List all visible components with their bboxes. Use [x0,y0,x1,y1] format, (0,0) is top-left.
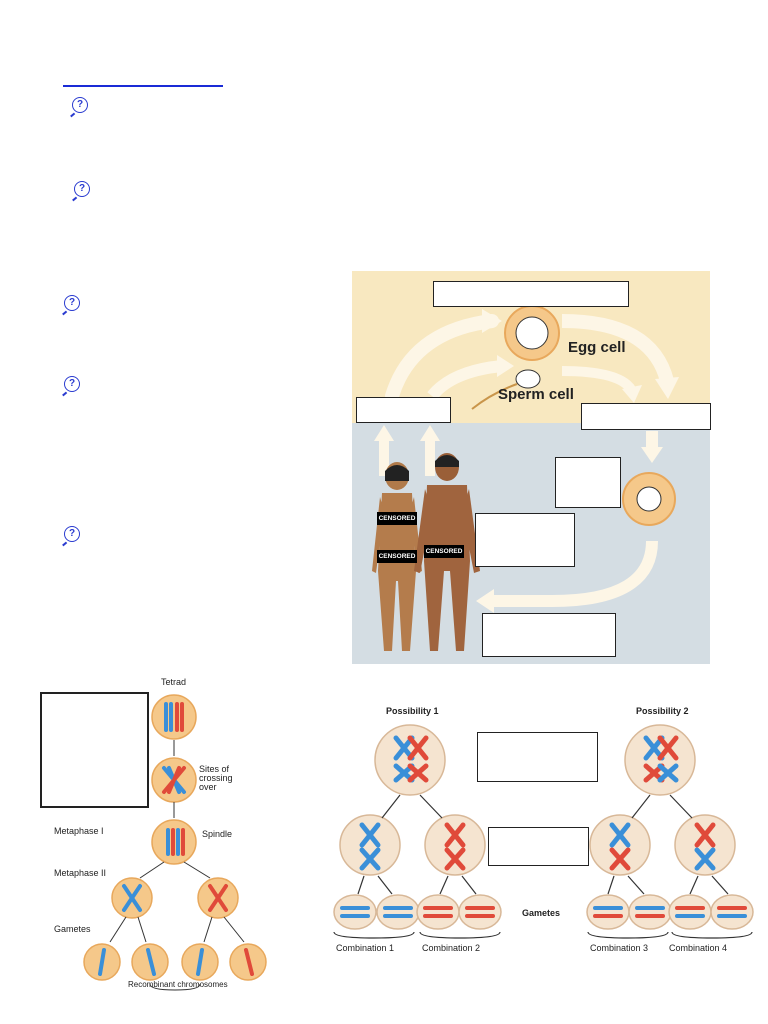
crossing-over-diagram: Tetrad Sites of crossing over Spindle Me… [54,672,280,992]
gametes-label: Gametes [54,924,91,934]
combination-label: Combination 1 [336,943,395,953]
life-cycle-diagram: CENSORED CENSORED CENSORED Egg cell Sper… [352,271,710,664]
answer-box[interactable] [475,513,575,567]
crossing-sites-label: Sites of crossing over [199,764,233,792]
answer-box[interactable] [356,397,451,423]
combination-label: Combination 3 [590,943,649,953]
metaphase-1-label: Metaphase I [54,826,104,836]
sperm-cell-label: Sperm cell [498,386,574,403]
combination-label: Combination 4 [669,943,728,953]
censored-tag: CENSORED [377,512,417,525]
answer-box[interactable] [488,827,589,866]
answer-box[interactable] [477,732,598,782]
help-icon[interactable]: ? [72,97,88,113]
answer-box[interactable] [482,613,616,657]
censored-tag: CENSORED [424,545,464,558]
possibility-1-label: Possibility 1 [386,706,439,716]
header-link-underline[interactable] [63,85,223,87]
gametes-label: Gametes [522,908,561,918]
answer-box[interactable] [555,457,621,508]
possibility-2-label: Possibility 2 [636,706,689,716]
egg-cell-label: Egg cell [568,339,626,356]
help-icon[interactable]: ? [64,376,80,392]
censored-tag: CENSORED [377,550,417,563]
answer-box[interactable] [581,403,711,430]
combination-label: Combination 2 [422,943,481,953]
recombinant-label: Recombinant chromosomes [128,980,228,989]
help-icon[interactable]: ? [74,181,90,197]
assortment-diagram: Possibility 1 Possibility 2 Gametes Comb… [330,700,760,960]
tetrad-label: Tetrad [161,677,187,687]
metaphase-2-label: Metaphase II [54,868,107,878]
answer-box[interactable] [433,281,629,307]
help-icon[interactable]: ? [64,295,80,311]
answer-box[interactable] [40,692,149,808]
help-icon[interactable]: ? [64,526,80,542]
spindle-label: Spindle [202,829,233,839]
